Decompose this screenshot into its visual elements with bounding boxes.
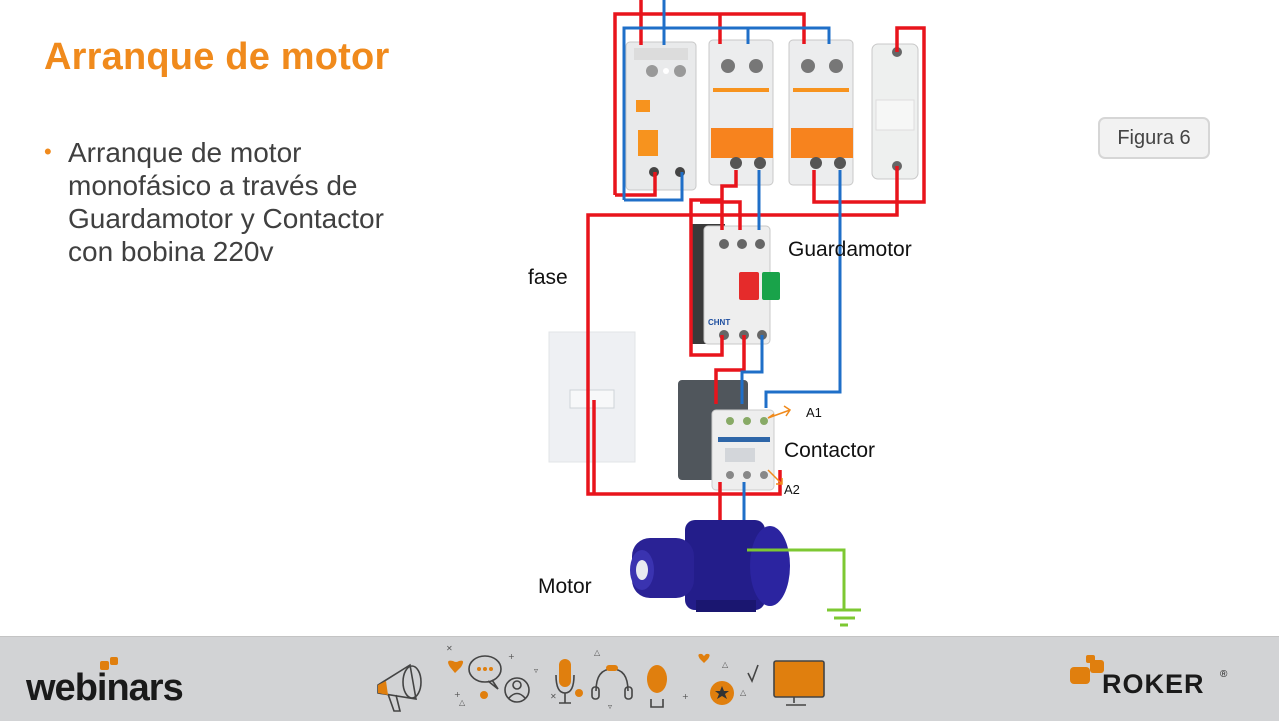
bullet-item: • Arranque de motor monofásico a través … <box>44 136 464 268</box>
svg-text:△: △ <box>740 688 747 697</box>
label-fase: fase <box>528 266 568 289</box>
bullet-line: Arranque de motor <box>68 137 302 168</box>
motor-pump <box>630 520 790 612</box>
svg-text:+: + <box>682 692 689 701</box>
label-a1: A1 <box>806 405 822 420</box>
roker-logo-text: ROKER <box>1102 669 1205 699</box>
lightbulb-icon <box>650 699 664 708</box>
phase-wires <box>586 0 926 520</box>
wiring-diagram-svg: CHNT <box>548 0 926 627</box>
ground-wire <box>747 548 861 627</box>
fuse-holder <box>871 43 919 180</box>
bullet-icon: • <box>44 139 52 164</box>
svg-text:+: + <box>454 690 461 699</box>
svg-text:+: + <box>508 652 515 661</box>
rcd-breaker <box>625 41 697 191</box>
bullet-line: Guardamotor y Contactor <box>68 203 384 234</box>
chat-bubble-icon <box>468 655 502 690</box>
footer-banner: webinars <box>0 636 1279 721</box>
bullet-text: Arranque de motor monofásico a través de… <box>68 136 384 268</box>
wiring-diagram: CHNT <box>500 0 960 640</box>
monitor-icon <box>773 660 825 706</box>
guardamotor-brand: CHNT <box>708 318 730 327</box>
contactor <box>678 380 775 491</box>
roker-logo: ROKER ® <box>1070 655 1250 715</box>
svg-text:▿: ▿ <box>534 666 538 675</box>
svg-text:△: △ <box>722 660 729 669</box>
svg-text:△: △ <box>594 648 601 657</box>
wall-switch <box>548 331 636 463</box>
roker-logo-mark <box>1070 655 1104 684</box>
breaker-1 <box>708 39 774 186</box>
checkmark-icon <box>747 664 759 683</box>
slide-title: Arranque de motor <box>44 36 390 78</box>
label-guardamotor: Guardamotor <box>788 238 912 261</box>
breaker-2 <box>788 39 854 186</box>
coil-arrows <box>767 405 792 485</box>
svg-text:✕: ✕ <box>446 644 453 653</box>
figure-label-button[interactable]: Figura 6 <box>1098 117 1210 159</box>
microphone-icon <box>555 674 575 704</box>
user-icon <box>504 677 530 703</box>
bullet-line: monofásico a través de <box>68 170 358 201</box>
neutral-wires <box>622 0 842 520</box>
webinars-logo-text: webinars <box>26 667 184 709</box>
webinars-logo-mark <box>100 657 118 670</box>
svg-text:✕: ✕ <box>550 692 557 701</box>
label-a2: A2 <box>784 482 800 497</box>
bullet-line: con bobina 220v <box>68 236 274 267</box>
svg-text:▿: ▿ <box>608 702 612 711</box>
label-motor: Motor <box>538 575 592 598</box>
registered-mark: ® <box>1220 669 1228 680</box>
webinars-logo: webinars <box>26 667 184 710</box>
label-contactor: Contactor <box>784 439 876 462</box>
headphones-icon <box>591 668 633 700</box>
heart-icon <box>448 660 464 673</box>
footer-doodles: ✕ + + ▿ ✕ △ △ ▿ + △ △ <box>377 644 825 712</box>
svg-text:△: △ <box>459 698 466 707</box>
motor-protector: CHNT <box>691 224 780 345</box>
